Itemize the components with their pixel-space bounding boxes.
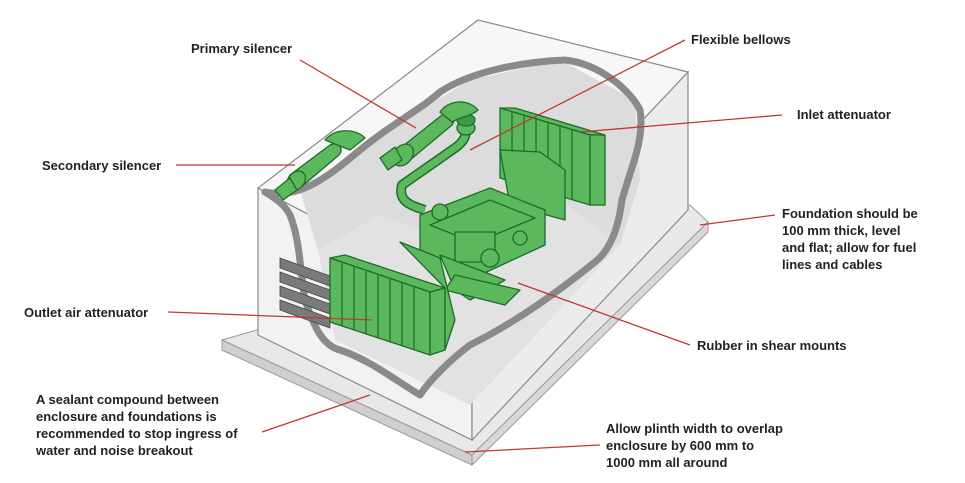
label-foundation: Foundation should be 100 mm thick, level… bbox=[782, 206, 918, 272]
leader-outlet-air-attenuator bbox=[167, 311, 373, 321]
label-sealant: A sealant compound between enclosure and… bbox=[36, 392, 238, 458]
engine bbox=[419, 187, 546, 306]
outlet-air-attenuator-block bbox=[329, 241, 456, 356]
secondary-silencer-unit bbox=[274, 130, 366, 201]
label-rubber-mounts: Rubber in shear mounts bbox=[697, 338, 847, 353]
leader-inlet-attenuator bbox=[579, 114, 783, 133]
leader-sealant bbox=[261, 394, 371, 433]
leader-rubber-mounts bbox=[517, 282, 691, 346]
label-inlet-attenuator: Inlet attenuator bbox=[797, 107, 891, 122]
leader-foundation bbox=[699, 214, 776, 226]
label-outlet-air-attenuator: Outlet air attenuator bbox=[24, 305, 149, 320]
equipment bbox=[274, 101, 606, 356]
leader-primary-silencer bbox=[299, 59, 417, 129]
primary-silencer-unit bbox=[379, 101, 479, 171]
label-plinth: Allow plinth width to overlap enclosure … bbox=[606, 421, 783, 470]
outlet-louvres bbox=[279, 257, 331, 329]
leader-plinth bbox=[464, 444, 601, 453]
leader-flexible-bellows bbox=[469, 39, 686, 151]
leader-lines bbox=[167, 39, 783, 453]
label-flexible-bellows: Flexible bellows bbox=[691, 32, 791, 47]
label-secondary-silencer: Secondary silencer bbox=[42, 158, 162, 173]
label-primary-silencer: Primary silencer bbox=[191, 41, 293, 56]
